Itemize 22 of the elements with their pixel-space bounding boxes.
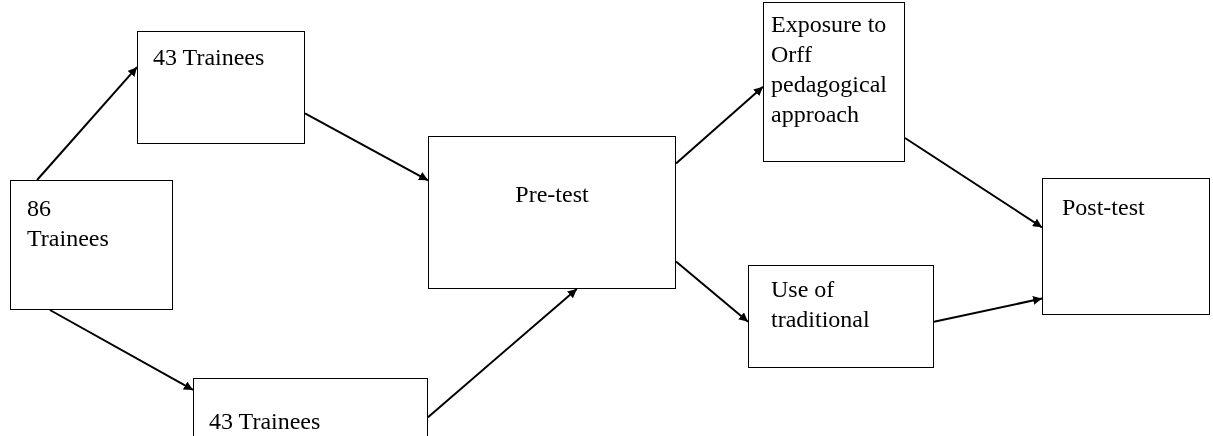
arrow (675, 85, 764, 165)
arrow (304, 112, 429, 182)
box-label: Pre-test (514, 180, 590, 209)
box-label: Exposure to Orff pedagogical approach (771, 10, 888, 129)
arrow (427, 288, 578, 419)
box-label: Use of traditional (771, 275, 871, 334)
process-box (748, 265, 934, 368)
box-label: 43 Trainees (153, 43, 266, 72)
process-box (1042, 178, 1210, 315)
arrow (675, 260, 749, 323)
process-box (137, 31, 305, 144)
arrow (933, 296, 1043, 323)
arrow (36, 66, 138, 181)
box-label: 43 Trainees (209, 407, 322, 436)
box-label: Post-test (1062, 193, 1146, 222)
arrow (904, 137, 1043, 229)
process-box (10, 180, 173, 310)
process-box (428, 136, 676, 289)
arrow (48, 309, 194, 391)
process-box (193, 378, 428, 436)
box-label: 86 Trainees (27, 194, 110, 253)
process-box (763, 2, 905, 162)
